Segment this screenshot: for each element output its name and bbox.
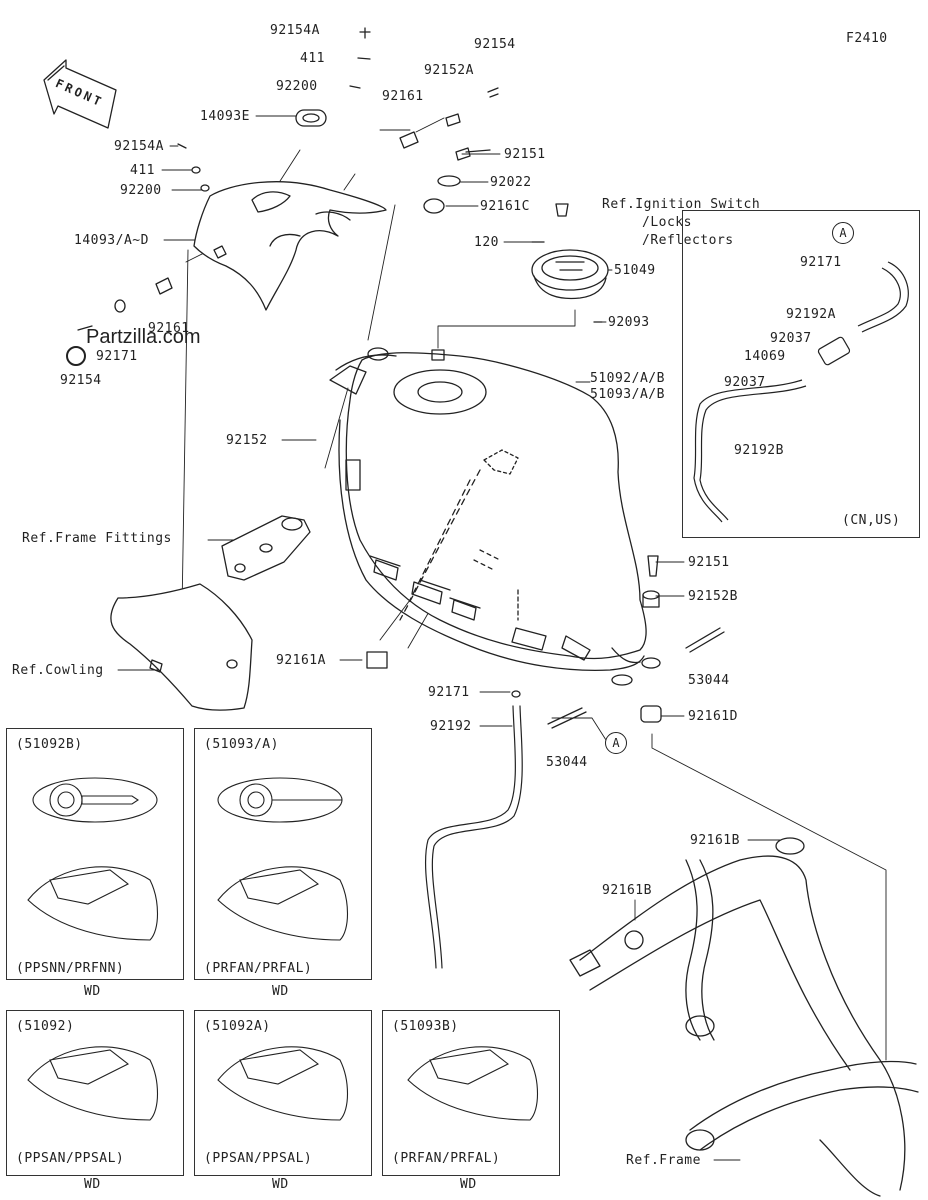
- variant-5-code: (51093B): [392, 1019, 459, 1034]
- part-411-top: 411: [300, 51, 325, 66]
- part-51049: 51049: [614, 263, 656, 278]
- part-53044-mid: 53044: [546, 755, 588, 770]
- ref-ignition-switch: Ref.Ignition Switch: [602, 197, 761, 212]
- variant-5-tag: WD: [460, 1177, 477, 1192]
- variant-1-tag: WD: [84, 984, 101, 999]
- inset-cn-us: [682, 210, 920, 538]
- front-arrow-icon: [43, 59, 117, 129]
- part-92161A: 92161A: [276, 653, 326, 668]
- inset-region: (CN,US): [842, 513, 901, 528]
- inset-part-14069: 14069: [744, 349, 786, 364]
- part-92192: 92192: [430, 719, 472, 734]
- variant-box-3: [6, 1010, 184, 1176]
- part-92161D: 92161D: [688, 709, 738, 724]
- bracket: [221, 515, 311, 581]
- variant-1-models: (PPSNN/PRFNN): [16, 961, 125, 976]
- watermark: Partzilla.com: [86, 326, 201, 348]
- copyright-icon: [66, 346, 86, 366]
- figure-code: F2410: [846, 31, 888, 46]
- frame: [569, 837, 919, 1197]
- part-51092AB: 51092/A/B: [590, 371, 665, 386]
- part-92161B-left: 92161B: [602, 883, 652, 898]
- ref-frame: Ref.Frame: [626, 1153, 701, 1168]
- inset-part-92171: 92171: [800, 255, 842, 270]
- callout-A: A: [605, 732, 627, 754]
- inset-callout-A: A: [832, 222, 854, 244]
- part-92154A-left: 92154A: [114, 139, 164, 154]
- part-92152: 92152: [226, 433, 268, 448]
- variant-box-1: [6, 728, 184, 980]
- variant-2-code: (51093/A): [204, 737, 279, 752]
- part-14093E: 14093E: [200, 109, 250, 124]
- inset-part-92192B: 92192B: [734, 443, 784, 458]
- variant-3-models: (PPSAN/PPSAL): [16, 1151, 125, 1166]
- part-92151-mid: 92151: [688, 555, 730, 570]
- part-411-left: 411: [130, 163, 155, 178]
- part-92152B: 92152B: [688, 589, 738, 604]
- inset-part-92037-a: 92037: [770, 331, 812, 346]
- variant-3-code: (51092): [16, 1019, 75, 1034]
- variant-3-tag: WD: [84, 1177, 101, 1192]
- part-14093AD: 14093/A~D: [74, 233, 149, 248]
- ref-cowling: Ref.Cowling: [12, 663, 104, 678]
- tank-cover: [193, 181, 387, 311]
- right-parts: [511, 555, 725, 729]
- part-92154: 92154: [474, 37, 516, 52]
- variant-drawings: [27, 777, 538, 1121]
- variant-2-tag: WD: [272, 984, 289, 999]
- fuel-cap: [531, 249, 609, 300]
- part-92161C: 92161C: [480, 199, 530, 214]
- fuel-tank: [329, 347, 647, 686]
- variant-box-4: [194, 1010, 372, 1176]
- part-92161-left: 92161: [148, 321, 190, 336]
- part-92161B-right: 92161B: [690, 833, 740, 848]
- variant-1-code: (51092B): [16, 737, 83, 752]
- ref-frame-fittings: Ref.Frame Fittings: [22, 531, 172, 546]
- variant-2-models: (PRFAN/PRFAL): [204, 961, 313, 976]
- part-92152A: 92152A: [424, 63, 474, 78]
- ref-locks: /Locks: [642, 215, 692, 230]
- part-92171-left: 92171: [96, 349, 138, 364]
- fuel-hose: [424, 705, 523, 969]
- part-92154A-top: 92154A: [270, 23, 320, 38]
- part-92022: 92022: [490, 175, 532, 190]
- inset-part-92192A: 92192A: [786, 307, 836, 322]
- part-92161-top: 92161: [382, 89, 424, 104]
- variant-4-models: (PPSAN/PPSAL): [204, 1151, 313, 1166]
- part-92093: 92093: [608, 315, 650, 330]
- hardware-left: [77, 143, 210, 331]
- part-51093AB: 51093/A/B: [590, 387, 665, 402]
- inset-part-92037-b: 92037: [724, 375, 766, 390]
- part-92151-top: 92151: [504, 147, 546, 162]
- part-92171-mid: 92171: [428, 685, 470, 700]
- variant-box-2: [194, 728, 372, 980]
- part-92200-left: 92200: [120, 183, 162, 198]
- part-120: 120: [474, 235, 499, 250]
- inset-drawing: [693, 261, 909, 523]
- hardware-top: [295, 27, 603, 323]
- variant-5-models: (PRFAN/PRFAL): [392, 1151, 501, 1166]
- variant-4-tag: WD: [272, 1177, 289, 1192]
- part-53044-right: 53044: [688, 673, 730, 688]
- variant-4-code: (51092A): [204, 1019, 271, 1034]
- variant-box-5: [382, 1010, 560, 1176]
- cowling: [110, 583, 253, 711]
- part-92154-left: 92154: [60, 373, 102, 388]
- ref-reflectors: /Reflectors: [642, 233, 734, 248]
- part-92200-top: 92200: [276, 79, 318, 94]
